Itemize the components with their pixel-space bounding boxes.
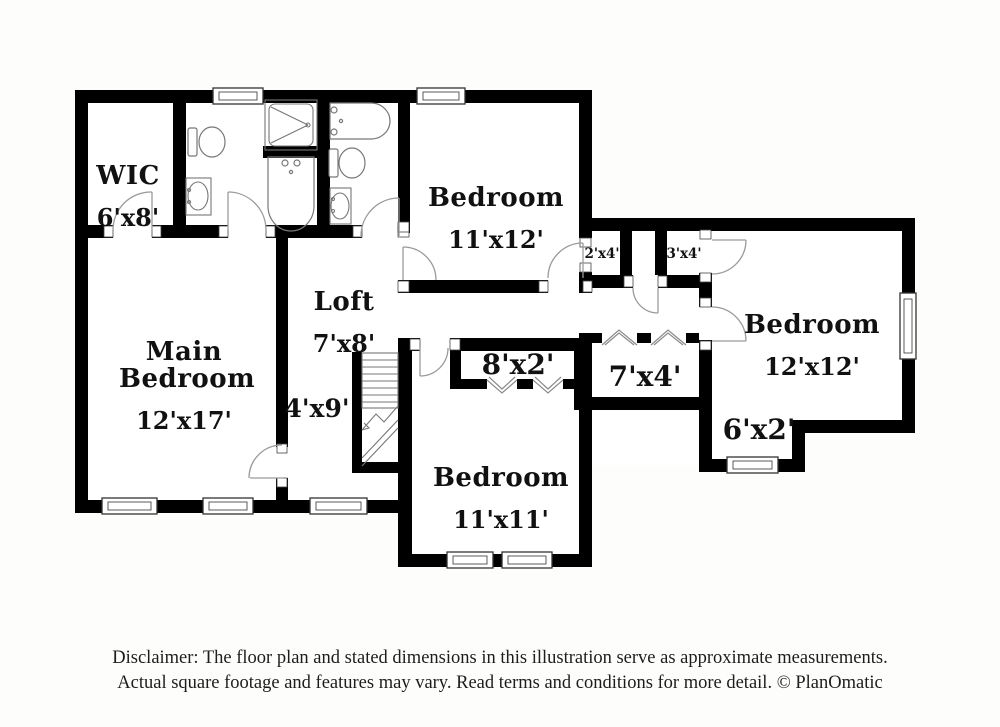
room-label-main-bedroom: Main Bedroom 12'x17' [119,322,256,436]
room-label-bedroom-11x12: Bedroom 11'x12' [428,168,564,253]
stairs-icon [361,352,399,467]
disclaimer-line-1: Disclaimer: The floor plan and stated di… [112,648,888,668]
area-label-7x4: 7'x4' [608,360,682,393]
area-label-2x4: 2'x4' [584,246,620,262]
room-label-loft: Loft 7'x8' [313,272,375,357]
toilet-icon [187,126,226,158]
door-jambs [103,221,712,488]
room-name: WIC [96,160,160,191]
bathtub-icon [329,102,391,140]
toilet-icon [328,147,366,179]
room-name: Main Bedroom [119,336,256,394]
room-name: Bedroom [427,182,565,213]
shower-icon [264,99,318,151]
room-label-wic: WIC 6'x8' [96,146,160,231]
room-dims: 6'x8' [96,203,160,233]
room-dims: 11'x11' [453,505,549,535]
room-dims: 12'x12' [764,352,860,382]
disclaimer-line-2: Actual square footage and features may v… [117,673,883,693]
room-label-bedroom-12x12: Bedroom 12'x12' [744,295,880,380]
bathtub-icon [267,156,315,232]
room-name: Bedroom [743,309,881,340]
room-dims: 7'x8' [312,329,376,359]
bifold-door-icon [486,329,687,394]
room-name: Loft [313,286,375,317]
room-dims: 11'x12' [448,225,544,255]
area-label-3x4: 3'x4' [666,246,702,262]
room-dims: 12'x17' [136,406,232,436]
sink-icon [329,187,352,225]
window-icon [101,87,917,569]
room-label-bedroom-11x11: Bedroom 11'x11' [433,448,569,533]
area-label-6x2: 6'x2' [722,413,796,446]
room-name: Bedroom [432,462,570,493]
sink-icon [185,177,212,216]
door-arc-icon [112,191,747,479]
area-label-8x2: 8'x2' [481,348,555,381]
area-label-4x9: 4'x9' [284,394,350,423]
